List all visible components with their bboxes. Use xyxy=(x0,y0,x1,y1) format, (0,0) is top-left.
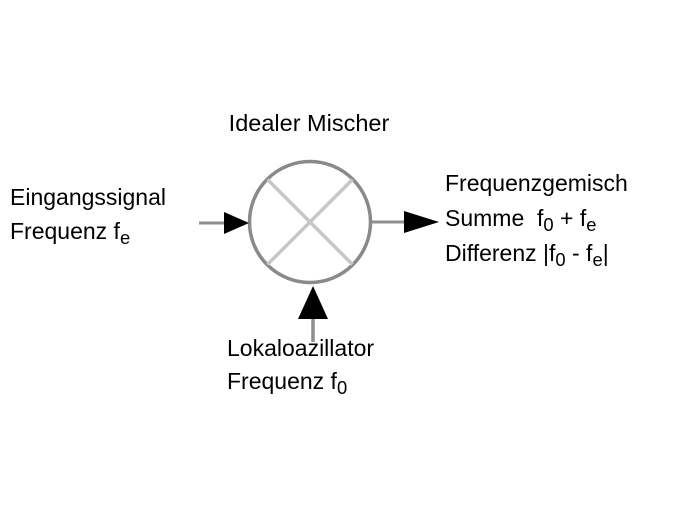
oscillator-label: Lokaloazillator Frequenz f0 xyxy=(227,332,374,398)
input-signal-line1: Eingangssignal xyxy=(10,184,167,210)
oscillator-line2: Frequenz f0 xyxy=(227,368,348,399)
input-signal-label: Eingangssignal Frequenz fe xyxy=(10,180,166,248)
mixer-cross-line-2 xyxy=(266,178,354,266)
output-line2: Summe f0 + fe xyxy=(445,205,597,236)
output-label: Frequenzgemisch Summe f0 + fe Differenz … xyxy=(445,166,628,271)
diagram-title: Idealer Mischer xyxy=(228,110,390,136)
output-line1: Frequenzgemisch xyxy=(445,170,628,196)
input-arrowhead-icon xyxy=(224,212,249,234)
oscillator-arrowhead-icon xyxy=(298,286,328,319)
oscillator-frequency-subscript: 0 xyxy=(336,377,348,399)
output-line3: Differenz |f0 - fe| xyxy=(445,240,609,271)
output-arrowhead-icon xyxy=(404,211,439,233)
input-signal-line2: Frequenz fe xyxy=(10,218,131,249)
oscillator-line1: Lokaloazillator xyxy=(227,335,375,361)
input-frequency-subscript: e xyxy=(119,227,131,249)
